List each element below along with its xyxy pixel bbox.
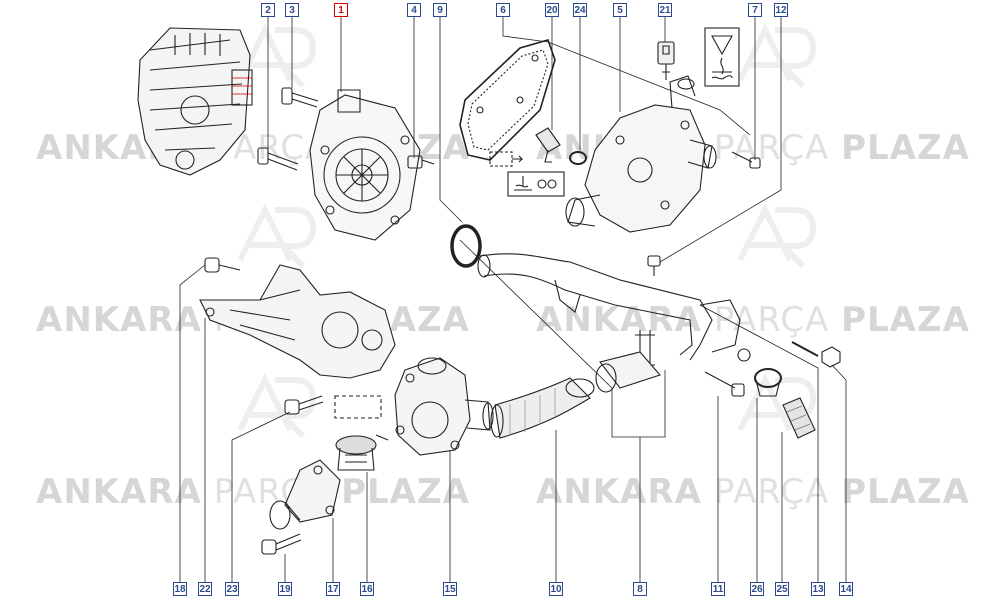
callout-label[interactable]: 2 <box>261 3 275 17</box>
callout-label[interactable]: 10 <box>549 582 563 596</box>
callout-label[interactable]: 15 <box>443 582 457 596</box>
callout-label[interactable]: 17 <box>326 582 340 596</box>
bracket-icon <box>199 257 396 379</box>
o-ring-icon <box>450 224 482 268</box>
callout-label[interactable]: 26 <box>750 582 764 596</box>
coolant-temperature-sensor-icon <box>535 127 587 165</box>
bolt-icon <box>731 151 761 169</box>
sensor-connector-icon <box>657 41 675 80</box>
callout-label[interactable]: 22 <box>198 582 212 596</box>
callout-label[interactable]: 14 <box>839 582 853 596</box>
optional-part-box <box>334 395 382 419</box>
callout-label[interactable]: 5 <box>613 3 627 17</box>
callout-label[interactable]: 16 <box>360 582 374 596</box>
warning-symbols-icon <box>507 171 565 197</box>
bolt-icon <box>257 87 319 171</box>
small-fittings-icon <box>704 341 841 439</box>
callout-label[interactable]: 4 <box>407 3 421 17</box>
callout-label[interactable]: 3 <box>285 3 299 17</box>
callout-label[interactable]: 21 <box>658 3 672 17</box>
leader-lines <box>179 14 847 588</box>
watermark-row: ANKARA PARÇA PLAZA <box>536 472 970 512</box>
callout-label[interactable]: 7 <box>748 3 762 17</box>
watermark-logo-icon <box>237 23 817 439</box>
callout-label[interactable]: 9 <box>433 3 447 17</box>
callout-label[interactable]: 23 <box>225 582 239 596</box>
bolt-icon <box>284 395 324 415</box>
water-pump-icon <box>309 89 421 241</box>
callout-label[interactable]: 6 <box>496 3 510 17</box>
thermostat-housing-icon <box>394 357 494 456</box>
callout-label-highlighted[interactable]: 1 <box>334 3 348 17</box>
callout-label[interactable]: 18 <box>173 582 187 596</box>
callout-label[interactable]: 11 <box>711 582 725 596</box>
callout-label[interactable]: 25 <box>775 582 789 596</box>
gasket-icon <box>459 39 556 161</box>
callout-label[interactable]: 8 <box>633 582 647 596</box>
engine-block-icon <box>137 27 253 176</box>
callout-label[interactable]: 24 <box>573 3 587 17</box>
water-pipe-icon <box>477 253 751 393</box>
callout-label[interactable]: 19 <box>278 582 292 596</box>
warning-label-icon <box>704 27 740 87</box>
bolt-icon <box>647 255 661 276</box>
water-outlet-icon <box>261 459 341 555</box>
outlet-housing-icon <box>565 75 717 233</box>
callout-label[interactable]: 20 <box>545 3 559 17</box>
hose-icon <box>490 377 595 439</box>
thermostat-icon <box>335 434 389 471</box>
callout-label[interactable]: 12 <box>774 3 788 17</box>
stud-icon <box>407 155 435 169</box>
callout-label[interactable]: 13 <box>811 582 825 596</box>
